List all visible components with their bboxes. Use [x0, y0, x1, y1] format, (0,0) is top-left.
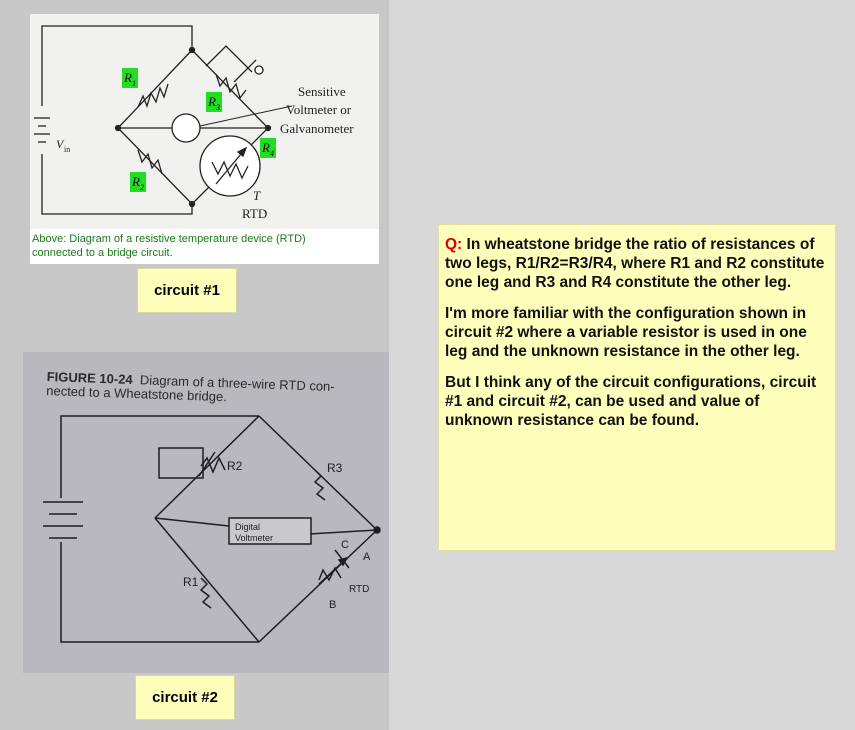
c1-resistor-r2 [137, 149, 163, 175]
c1-label-r1: R [123, 70, 132, 85]
c1-label-r3-sub: 3 [215, 103, 220, 112]
c2-label-a: A [363, 551, 371, 563]
c2-label-voltmeter: Voltmeter [235, 533, 273, 543]
c2-outer-wire-bottom [60, 542, 259, 643]
c1-label-galvanometer: Galvanometer [280, 121, 354, 136]
c1-label-r3: R [207, 94, 216, 109]
c1-label-vin-sub: in [64, 145, 70, 154]
c1-label-r4: R [261, 140, 270, 155]
c1-galvanometer [171, 113, 201, 143]
c1-label-t: T [253, 188, 261, 203]
c1-label-r2-sub: 2 [140, 183, 144, 192]
question-paragraph-2: I'm more familiar with the configuration… [445, 305, 807, 360]
c1-outer-wire-top [41, 25, 193, 106]
c1-wire-top-right [191, 49, 269, 129]
c1-label-r2: R [131, 174, 140, 189]
circuit1-diagram: R 1 R 3 R 4 R 2 V in Sensitive Voltmeter… [34, 25, 354, 221]
c2-outer-wire-top [60, 415, 259, 498]
c2-label-digital: Digital [235, 522, 260, 532]
question-box: Q: In wheatstone bridge the ratio of res… [438, 224, 836, 551]
c1-label-vin: V [56, 137, 65, 151]
c1-label-sensitive: Sensitive [298, 84, 346, 99]
c2-resistor-r1 [199, 577, 212, 609]
c2-label-c: C [341, 539, 349, 551]
question-label: Q: [445, 236, 463, 253]
circuit1-panel: R 1 R 3 R 4 R 2 V in Sensitive Voltmeter… [30, 14, 379, 264]
c1-label-voltmeter: Voltmeter or [286, 102, 352, 117]
circuit1-caption: Above: Diagram of a resistive temperatur… [32, 232, 377, 260]
c2-label-r2: R2 [227, 459, 243, 473]
c2-resistor-r3 [313, 469, 326, 501]
c2-label-b: B [329, 599, 336, 611]
caption-line-1: Above: Diagram of a resistive temperatur… [32, 233, 306, 245]
c1-wire-bottom-left [117, 127, 193, 205]
question-text-1: In wheatstone bridge the ratio of resist… [445, 236, 825, 291]
circuit1-scan [30, 14, 379, 229]
c1-outer-wire-bottom [41, 154, 193, 215]
question-paragraph-1: Q: In wheatstone bridge the ratio of res… [445, 235, 829, 292]
circuit2-diagram: R2 R3 R1 Digital Voltmeter A C B RTD [43, 415, 381, 643]
c1-label-r4-sub: 4 [270, 149, 274, 158]
caption-line-2: connected to a bridge circuit. [32, 247, 173, 259]
question-paragraph-3: But I think any of the circuit configura… [445, 374, 817, 429]
circuit2-label: circuit #2 [135, 675, 235, 720]
c2-label-r3: R3 [327, 461, 343, 475]
c1-resistor-r1 [137, 83, 169, 108]
c2-resistor-r2 [158, 447, 204, 479]
c1-wire-top-left [117, 49, 193, 129]
c2-label-rtd: RTD [349, 584, 369, 595]
c2-digital-voltmeter [228, 517, 312, 545]
c2-rtd [318, 566, 342, 582]
c1-rtd [199, 135, 261, 197]
c1-label-r1-sub: 1 [132, 79, 136, 88]
circuit1-label: circuit #1 [137, 268, 237, 313]
c2-label-r1: R1 [183, 575, 199, 589]
circuit2-panel: FIGURE 10-24 Diagram of a three-wire RTD… [23, 352, 389, 673]
c1-label-rtd: RTD [242, 206, 267, 221]
c1-resistor-r3 [215, 73, 247, 100]
